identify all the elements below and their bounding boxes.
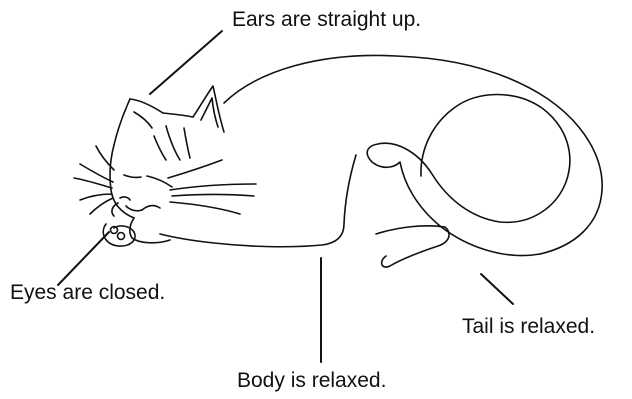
- cat-nose: [120, 197, 130, 200]
- cat-forehead-stripe: [184, 128, 190, 158]
- cat-forehead-stripe: [166, 126, 180, 160]
- eyes-leader-line: [58, 232, 109, 285]
- cat-whisker: [80, 164, 113, 182]
- body-label: Body is relaxed.: [237, 369, 386, 393]
- cat-paw-toe: [118, 233, 125, 240]
- cat-left-ear: [130, 99, 163, 113]
- cat-tail: [367, 95, 570, 256]
- cat-inner-right-ear: [201, 98, 218, 127]
- eyes-label: Eyes are closed.: [10, 281, 165, 305]
- cat-whisker: [168, 160, 222, 178]
- ears-label: Ears are straight up.: [232, 8, 421, 32]
- cat-belly-outline: [160, 155, 356, 247]
- cat-front-paw-outer: [130, 218, 170, 243]
- cat-forehead: [163, 113, 193, 117]
- ears-leader-line: [150, 31, 222, 94]
- cat-whisker: [170, 202, 240, 214]
- cat-whisker: [80, 194, 112, 200]
- cat-hind-leg: [376, 226, 449, 267]
- tail-label: Tail is relaxed.: [462, 315, 595, 339]
- cat-whisker: [90, 198, 113, 214]
- cat-right-ear: [193, 86, 224, 132]
- tail-leader-line: [481, 274, 513, 304]
- cat-muzzle-right: [142, 206, 160, 210]
- cat-whisker: [172, 195, 254, 197]
- cat-back-outline: [224, 55, 602, 254]
- cat-whisker: [170, 184, 256, 190]
- cat-forehead-stripe: [154, 136, 166, 160]
- cat-inner-left-ear: [134, 112, 152, 128]
- cat-closed-eye-left: [124, 175, 141, 177]
- cat-mouth: [126, 206, 142, 211]
